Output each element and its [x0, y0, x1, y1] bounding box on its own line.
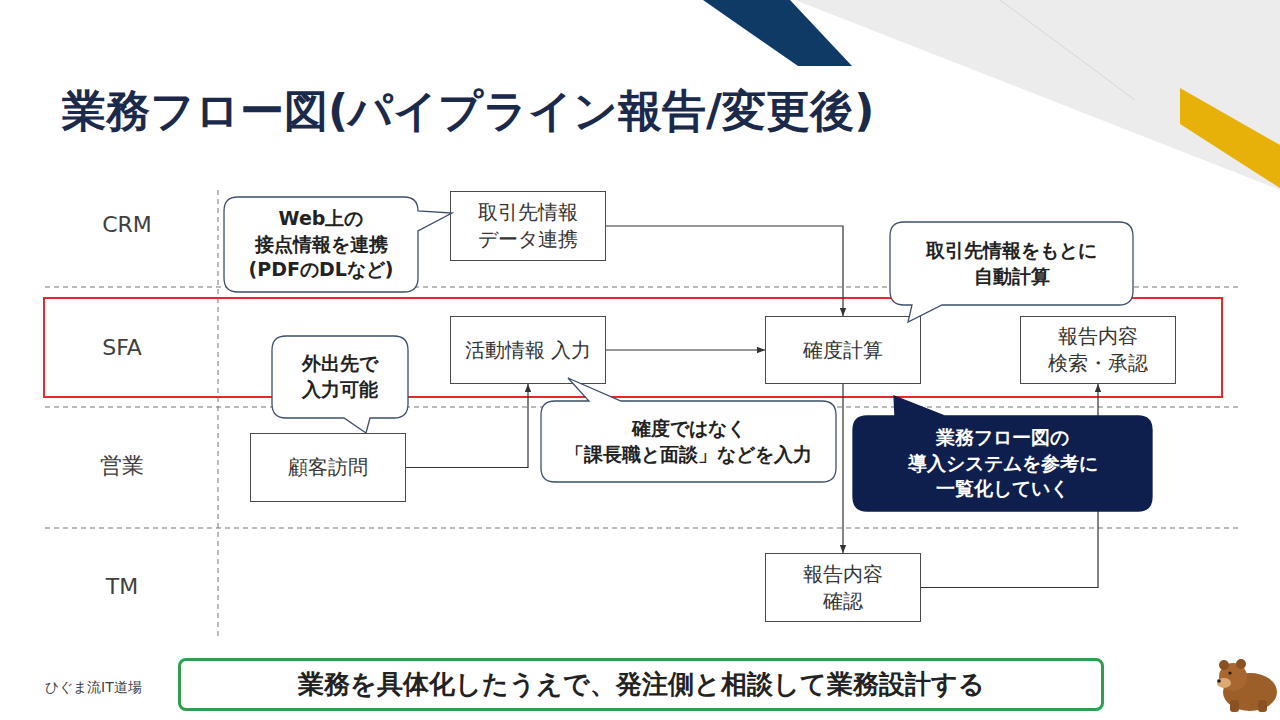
process-box: 確度計算 [765, 316, 921, 384]
lane-band: SFA 活動情報 入力 確度計算 報告内容 検索・承認 [43, 297, 1223, 398]
flow-arrow [606, 349, 765, 350]
bear-nose [1217, 679, 1221, 683]
footer-label: ひぐま流IT道場 [45, 679, 165, 697]
process-box: 取引先情報 データ連携 [450, 191, 606, 261]
process-box: 活動情報 入力 [450, 316, 606, 384]
lane-label: TM [65, 574, 179, 599]
callout-bubble: 外出先で 入力可能 [272, 336, 408, 418]
process-box: 報告内容 確認 [765, 553, 921, 622]
node-text: 業務を具体化したうえで、発注側と相談して業務設計する [298, 667, 985, 702]
callout-outline [541, 378, 836, 482]
corner-stripe [703, 0, 852, 66]
process-box: 報告内容 検索・承認 [1020, 316, 1176, 384]
slide-title: 業務フロー図(パイプライン報告/変更後) [62, 86, 874, 137]
note-bubble: 業務フロー図の 導入システムを参考に 一覧化していく [853, 416, 1152, 511]
callout-outline [272, 336, 408, 433]
bear-leg [1258, 700, 1267, 712]
corner-stripe [1180, 88, 1280, 188]
lane-label: CRM [70, 212, 184, 237]
node-text: 確度計算 [778, 337, 908, 364]
node-text: Web上の 接点情報を連携 (PDFのDLなど) [234, 206, 409, 283]
lane-label: 営業 [65, 451, 179, 481]
node-text: 取引先情報をもとに 自動計算 [909, 238, 1114, 289]
flow-arrow [921, 384, 1098, 588]
bear-ear [1236, 659, 1246, 669]
node-text: 顧客訪問 [263, 454, 393, 481]
callout-bubble: 取引先情報をもとに 自動計算 [890, 222, 1133, 305]
flow-arrow [606, 226, 843, 316]
callout-bubble: Web上の 接点情報を連携 (PDFのDLなど) [224, 197, 418, 292]
callout-outline [224, 197, 452, 292]
node-text: 確度ではなく 「課長職と面談」などを入力 [553, 416, 825, 467]
node-text: 報告内容 検索・承認 [1033, 323, 1163, 377]
bear-eye [1228, 671, 1231, 674]
callout-shape [272, 336, 408, 418]
bear-leg [1230, 700, 1239, 712]
node-text: 外出先で 入力可能 [290, 351, 390, 402]
callout-bubble: 確度ではなく 「課長職と面談」などを入力 [541, 401, 836, 482]
node-text: 活動情報 入力 [463, 337, 593, 364]
bear-illustration [1217, 659, 1277, 712]
corner-line [1000, 0, 1135, 100]
node-text: 取引先情報 データ連携 [463, 199, 593, 253]
summary-box: 業務を具体化したうえで、発注側と相談して業務設計する [178, 658, 1104, 711]
bear-ear [1219, 660, 1229, 670]
node-text: 業務フロー図の 導入システムを参考に 一覧化していく [892, 425, 1114, 502]
process-box: 顧客訪問 [250, 433, 406, 502]
callout-outline [890, 222, 1133, 322]
flow-arrow [406, 384, 528, 468]
callout-shape [541, 401, 836, 482]
callout-shape [890, 222, 1133, 305]
lane-divider [45, 528, 1238, 529]
lane-divider [218, 190, 219, 638]
callout-outline [853, 396, 1152, 511]
node-text: 報告内容 確認 [788, 561, 898, 615]
node-text: SFA [82, 299, 162, 396]
bear-snout [1217, 678, 1231, 688]
flow-arrow [842, 384, 843, 553]
